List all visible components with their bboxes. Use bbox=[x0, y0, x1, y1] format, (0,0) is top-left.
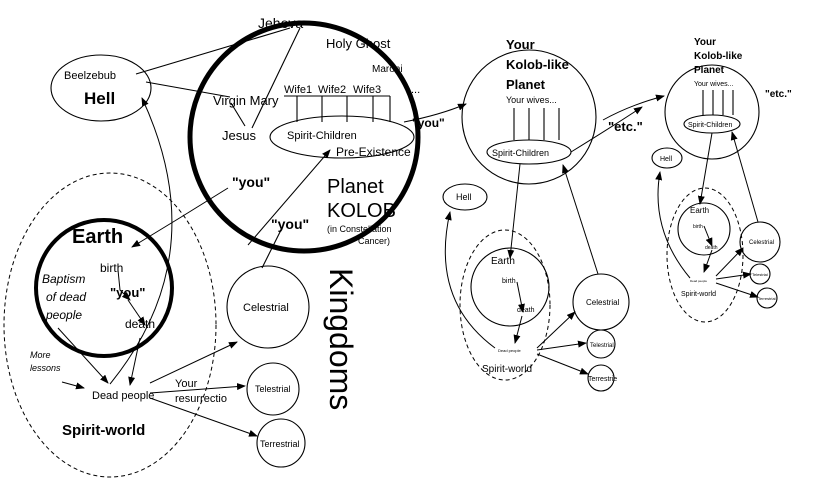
death-label: death bbox=[125, 317, 155, 331]
dead-people-label: Dead people bbox=[92, 390, 154, 402]
wife3-label: Wife3 bbox=[353, 84, 381, 96]
wife1-label: Wife1 bbox=[284, 84, 312, 96]
second-hell-label: Hell bbox=[456, 192, 472, 202]
second-wife-stems bbox=[513, 108, 560, 140]
ellipsis-label: ... bbox=[411, 84, 420, 96]
second-earth-label: Earth bbox=[491, 256, 515, 267]
second-spirit-world-ellipse bbox=[459, 229, 551, 381]
virgin-mary-label: Virgin Mary bbox=[213, 93, 279, 108]
your-label: Your bbox=[175, 378, 198, 390]
third-diagram: Your Kolob-like Planet Your wives... Spi… bbox=[651, 37, 792, 323]
main-connectors bbox=[135, 27, 301, 129]
beelzebub-label: Beelzebub bbox=[64, 70, 116, 82]
second-terrestrie-label: Terrestrie bbox=[588, 376, 617, 383]
third-hell-ellipse bbox=[651, 147, 683, 169]
earth-circle bbox=[34, 218, 174, 358]
third-arrows bbox=[655, 131, 759, 298]
spirit-world-label: Spirit-world bbox=[62, 422, 145, 439]
holy-ghost-label: Holy Ghost bbox=[326, 36, 391, 51]
kolob-label: KOLOB bbox=[327, 200, 396, 222]
celestrial-circle bbox=[226, 265, 310, 349]
wife2-label: Wife2 bbox=[318, 84, 346, 96]
spirit-children-ellipse bbox=[269, 115, 415, 159]
second-title-line-2: Kolob-like bbox=[506, 57, 569, 72]
earth-label: Earth bbox=[72, 226, 123, 248]
celestrial-label: Celestrial bbox=[243, 302, 289, 314]
third-title-line-1: Your bbox=[694, 37, 716, 48]
planet-label: Planet bbox=[327, 176, 384, 198]
spirit-children-label: Spirit-Children bbox=[287, 130, 357, 142]
jehova-label: Jehova bbox=[258, 15, 303, 31]
third-terrestrial-label: Terrestrial bbox=[758, 296, 776, 301]
jesus-label: Jesus bbox=[222, 128, 256, 143]
third-spirit-world-label: Spirit-world bbox=[681, 291, 716, 298]
more-lessons-label-2: lessons bbox=[30, 363, 61, 373]
third-celestrial-label: Celestrial bbox=[749, 240, 774, 246]
third-title-line-2: Kolob-like bbox=[694, 51, 743, 62]
more-lessons-label-1: More bbox=[30, 350, 51, 360]
third-telestrial-label: Telestrial bbox=[752, 272, 768, 277]
second-telestrial-circle bbox=[586, 329, 616, 359]
third-planet-circle bbox=[664, 64, 760, 160]
hell-ellipse bbox=[50, 54, 152, 122]
second-birth-label: birth bbox=[502, 278, 516, 285]
you-to-planet-label: "you" bbox=[412, 116, 445, 130]
second-planet-circle bbox=[461, 49, 597, 185]
third-celestrial-circle bbox=[739, 221, 781, 263]
resurrection-label: resurrectio bbox=[175, 393, 227, 405]
main-diagram: Jehova Holy Ghost Maroni Wife1 Wife2 Wif… bbox=[3, 15, 467, 478]
third-birth-label: birth bbox=[693, 224, 703, 230]
third-earth-label: Earth bbox=[690, 206, 709, 215]
terrestrial-label: Terrestrial bbox=[260, 439, 300, 449]
second-hell-ellipse bbox=[442, 183, 488, 211]
third-wife-stems bbox=[702, 90, 734, 115]
third-spirit-children-label: Spirit-Children bbox=[688, 122, 732, 129]
planet-kolob-circle bbox=[187, 20, 421, 254]
third-terrestrial-circle bbox=[756, 287, 778, 309]
second-earth-circle bbox=[470, 247, 550, 327]
third-your-wives-label: Your wives... bbox=[694, 81, 733, 88]
second-spirit-world-label: Spirit-world bbox=[482, 364, 532, 375]
second-your-wives-label: Your wives... bbox=[506, 95, 557, 105]
you-to-earth-label: "you" bbox=[232, 174, 270, 190]
constellation-label-1: (in Constellation bbox=[327, 224, 392, 234]
terrestrial-circle bbox=[256, 418, 306, 468]
baptism-label-1: Baptism bbox=[42, 272, 85, 286]
second-title-line-3: Planet bbox=[506, 77, 546, 92]
baptism-label-3: people bbox=[45, 308, 82, 322]
second-terrestrie-circle bbox=[587, 364, 615, 392]
third-dead-people-label: Dead people bbox=[690, 279, 707, 283]
hell-label: Hell bbox=[84, 89, 115, 108]
third-title-line-3: Planet bbox=[694, 65, 725, 76]
telestrial-label: Telestrial bbox=[255, 384, 291, 394]
spirit-world-ellipse bbox=[3, 172, 217, 478]
maroni-label: Maroni bbox=[372, 64, 403, 75]
third-death-label: death bbox=[705, 245, 718, 251]
second-title-line-1: Your bbox=[506, 37, 535, 52]
etc-arrow-to-third bbox=[602, 94, 665, 121]
kingdoms-label: Kingdoms bbox=[323, 268, 359, 410]
second-death-label: death bbox=[517, 307, 535, 314]
second-spirit-children-label: Spirit-Children bbox=[492, 148, 549, 158]
baptism-label-2: of dead bbox=[46, 290, 86, 304]
third-hell-label: Hell bbox=[660, 156, 673, 163]
second-telestrial-label: Telestrial bbox=[590, 343, 614, 349]
second-diagram: Your Kolob-like Planet Your wives... Spi… bbox=[442, 37, 643, 392]
constellation-label-2: Cancer) bbox=[358, 236, 390, 246]
main-arrows bbox=[57, 97, 467, 437]
second-etc-label: "etc." bbox=[608, 119, 643, 134]
pre-existence-label: Pre-Existence bbox=[336, 145, 411, 159]
birth-label: birth bbox=[100, 261, 123, 275]
second-celestrial-label: Celestrial bbox=[586, 298, 620, 307]
second-arrows bbox=[444, 106, 643, 375]
you-from-celestrial-label: "you" bbox=[271, 216, 309, 232]
you-at-birth-label: "you" bbox=[110, 285, 145, 300]
third-etc-label: "etc." bbox=[765, 89, 792, 100]
second-dead-people-label: Dead people bbox=[498, 348, 521, 353]
telestrial-circle bbox=[246, 362, 300, 416]
wife-connectors bbox=[284, 95, 391, 122]
